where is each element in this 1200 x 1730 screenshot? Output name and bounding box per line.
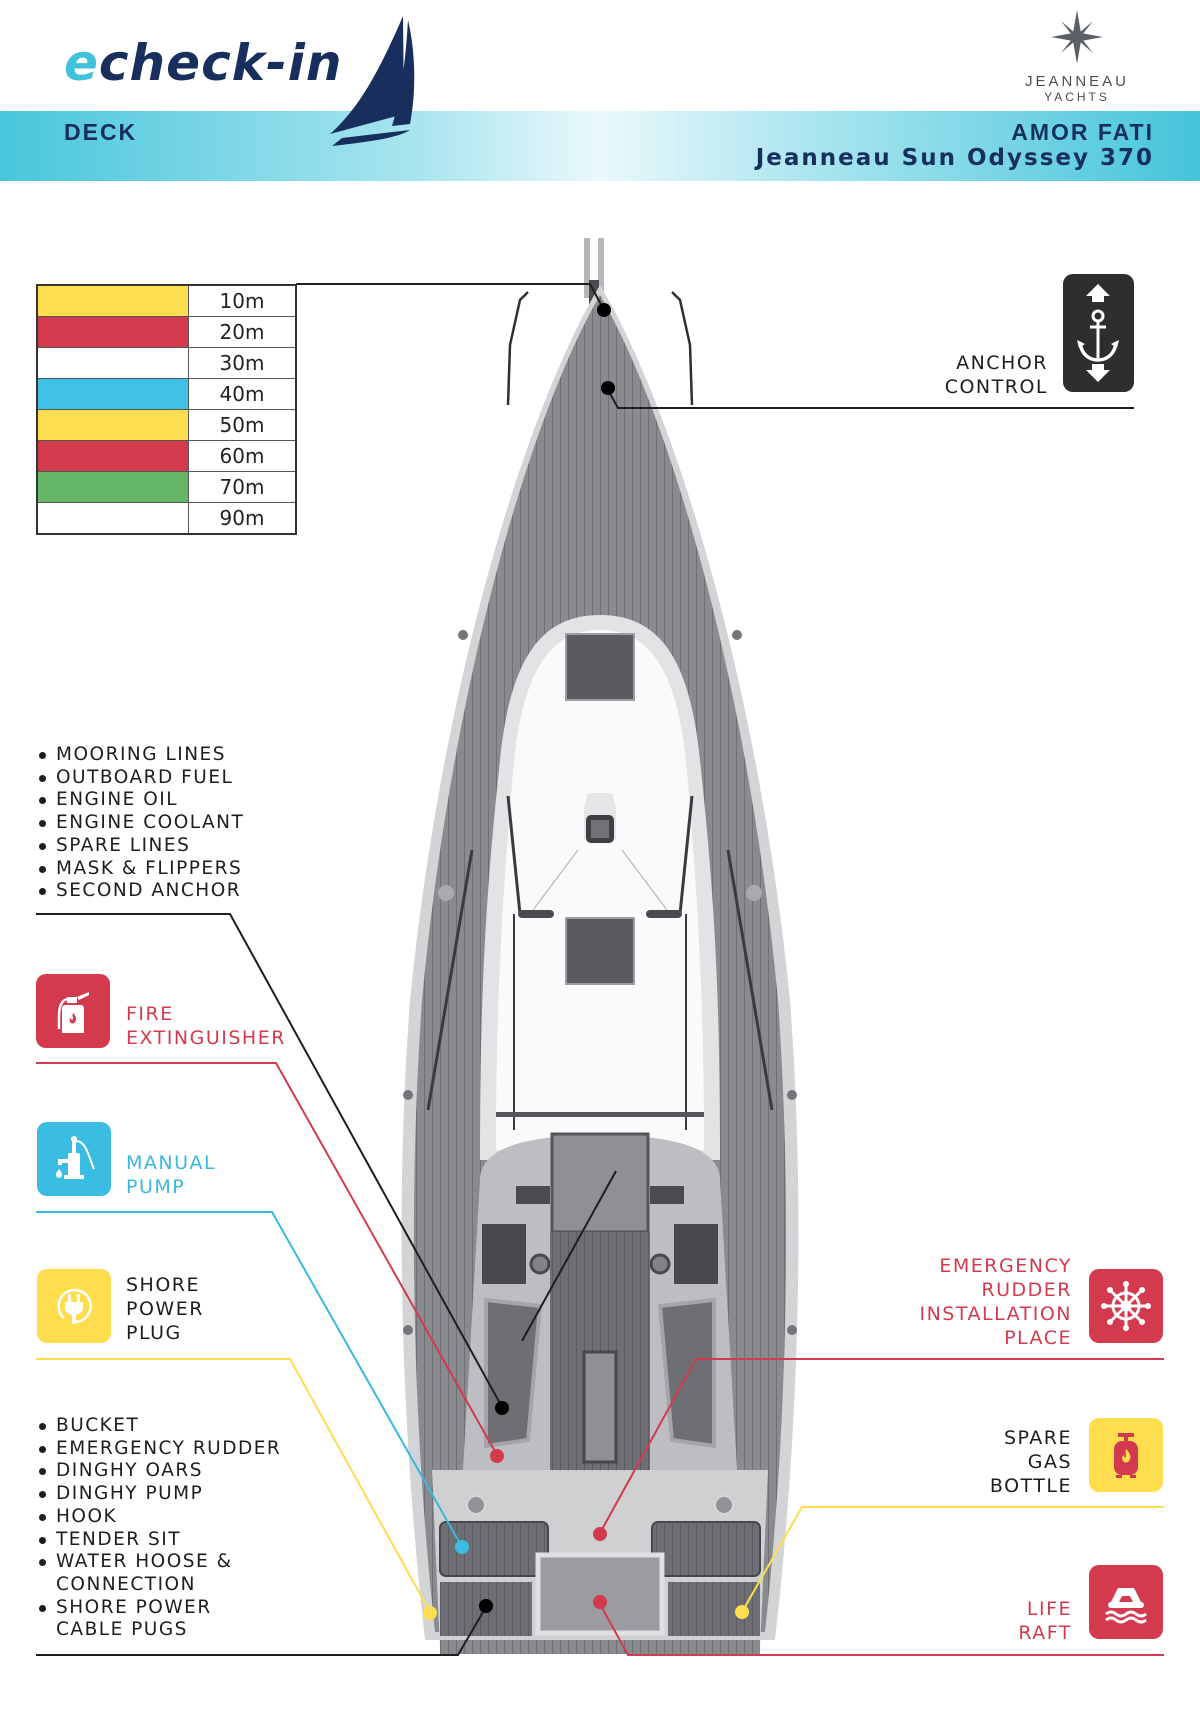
list-item: TENDER SIT <box>36 1529 316 1552</box>
label-line: MANUAL <box>126 1152 217 1174</box>
ship-wheel-icon <box>1089 1269 1163 1343</box>
length-value: 20m <box>188 316 297 348</box>
chain-row: 30m <box>36 347 297 379</box>
list-item: DINGHY OARS <box>36 1460 316 1483</box>
list-item: ENGINE OIL <box>36 789 244 812</box>
label-line: BOTTLE <box>989 1475 1072 1497</box>
label-line: FIRE <box>126 1003 174 1025</box>
aft-locker-items: BUCKET EMERGENCY RUDDER DINGHY OARS DING… <box>36 1415 316 1642</box>
compass-rose-icon <box>1051 10 1103 64</box>
echeckin-logo: echeck-in <box>64 38 342 88</box>
color-swatch <box>36 409 189 441</box>
label-line: RUDDER <box>981 1279 1072 1301</box>
list-item: SHORE POWER CABLE PUGS <box>36 1597 256 1642</box>
boat-model: Jeanneau Sun Odyssey 370 <box>755 145 1154 171</box>
chain-row: 60m <box>36 440 297 472</box>
chain-row: 20m <box>36 316 297 348</box>
list-item: BUCKET <box>36 1415 316 1438</box>
chain-row: 10m <box>36 284 297 317</box>
gas-bottle-icon <box>1089 1418 1163 1492</box>
length-value: 30m <box>188 347 297 379</box>
shore-power-plug-label: SHORE POWER PLUG <box>126 1273 204 1345</box>
section-title: DECK <box>64 119 138 145</box>
color-swatch <box>36 347 189 379</box>
list-item: SECOND ANCHOR <box>36 880 244 903</box>
forward-locker-items: MOORING LINES OUTBOARD FUEL ENGINE OIL E… <box>36 744 244 903</box>
list-item: MASK & FLIPPERS <box>36 858 244 881</box>
chain-row: 90m <box>36 502 297 535</box>
label-line: PLUG <box>126 1322 182 1344</box>
length-value: 90m <box>188 502 297 535</box>
list-item: ENGINE COOLANT <box>36 812 244 835</box>
color-swatch <box>36 502 189 535</box>
label-line: EXTINGUISHER <box>126 1027 286 1049</box>
label-line: SPARE <box>1003 1427 1072 1449</box>
label-line: CONTROL <box>944 376 1048 398</box>
chain-row: 40m <box>36 378 297 410</box>
anchor-updown-icon <box>1063 274 1134 392</box>
list-item: HOOK <box>36 1506 316 1529</box>
logo-text: check-in <box>98 34 343 92</box>
label-line: LIFE <box>1026 1598 1072 1620</box>
label-line: RAFT <box>1018 1622 1072 1644</box>
list-item: OUTBOARD FUEL <box>36 767 244 790</box>
label-line: PLACE <box>1004 1327 1072 1349</box>
boat-name: AMOR FATI <box>1011 119 1154 145</box>
color-swatch <box>36 471 189 503</box>
label-line: GAS <box>1027 1451 1072 1473</box>
chain-row: 70m <box>36 471 297 503</box>
brand-sub: YACHTS <box>1044 90 1110 104</box>
jeanneau-logo: JEANNEAU YACHTS <box>1002 8 1152 104</box>
length-value: 10m <box>188 284 297 317</box>
list-item: WATER HOOSE & CONNECTION <box>36 1551 256 1596</box>
header-band <box>0 111 1200 181</box>
life-raft-icon <box>1089 1565 1163 1639</box>
label-line: ANCHOR <box>956 352 1048 374</box>
list-item: DINGHY PUMP <box>36 1483 316 1506</box>
label-line: INSTALLATION <box>919 1303 1072 1325</box>
sailboat-logo-icon <box>330 16 415 146</box>
label-line: SHORE <box>126 1274 201 1296</box>
color-swatch <box>36 440 189 472</box>
power-plug-icon <box>37 1269 111 1343</box>
chain-row: 50m <box>36 409 297 441</box>
list-item: SPARE LINES <box>36 835 244 858</box>
brand-name: JEANNEAU <box>1024 73 1130 90</box>
logo-prefix: e <box>64 34 99 92</box>
label-line: POWER <box>126 1298 204 1320</box>
length-value: 70m <box>188 471 297 503</box>
label-line: PUMP <box>126 1176 186 1198</box>
color-swatch <box>36 316 189 348</box>
water-pump-icon <box>37 1122 111 1196</box>
length-value: 60m <box>188 440 297 472</box>
emergency-rudder-label: EMERGENCY RUDDER INSTALLATION PLACE <box>919 1254 1072 1350</box>
manual-pump-label: MANUAL PUMP <box>126 1151 216 1199</box>
fire-extinguisher-label: FIRE EXTINGUISHER <box>126 1002 286 1050</box>
list-item: MOORING LINES <box>36 744 244 767</box>
fire-extinguisher-icon <box>36 974 110 1048</box>
list-item: EMERGENCY RUDDER <box>36 1438 316 1461</box>
color-swatch <box>36 378 189 410</box>
spare-gas-bottle-label: SPARE GAS BOTTLE <box>990 1426 1072 1498</box>
length-value: 50m <box>188 409 297 441</box>
anchor-chain-length-table: 10m 20m 30m 40m 50m 60m 70m 90m <box>36 284 297 535</box>
life-raft-label: LIFE RAFT <box>1018 1597 1072 1645</box>
length-value: 40m <box>188 378 297 410</box>
label-line: EMERGENCY <box>939 1255 1072 1277</box>
color-swatch <box>36 284 189 317</box>
anchor-control-label: ANCHOR CONTROL <box>945 351 1048 399</box>
